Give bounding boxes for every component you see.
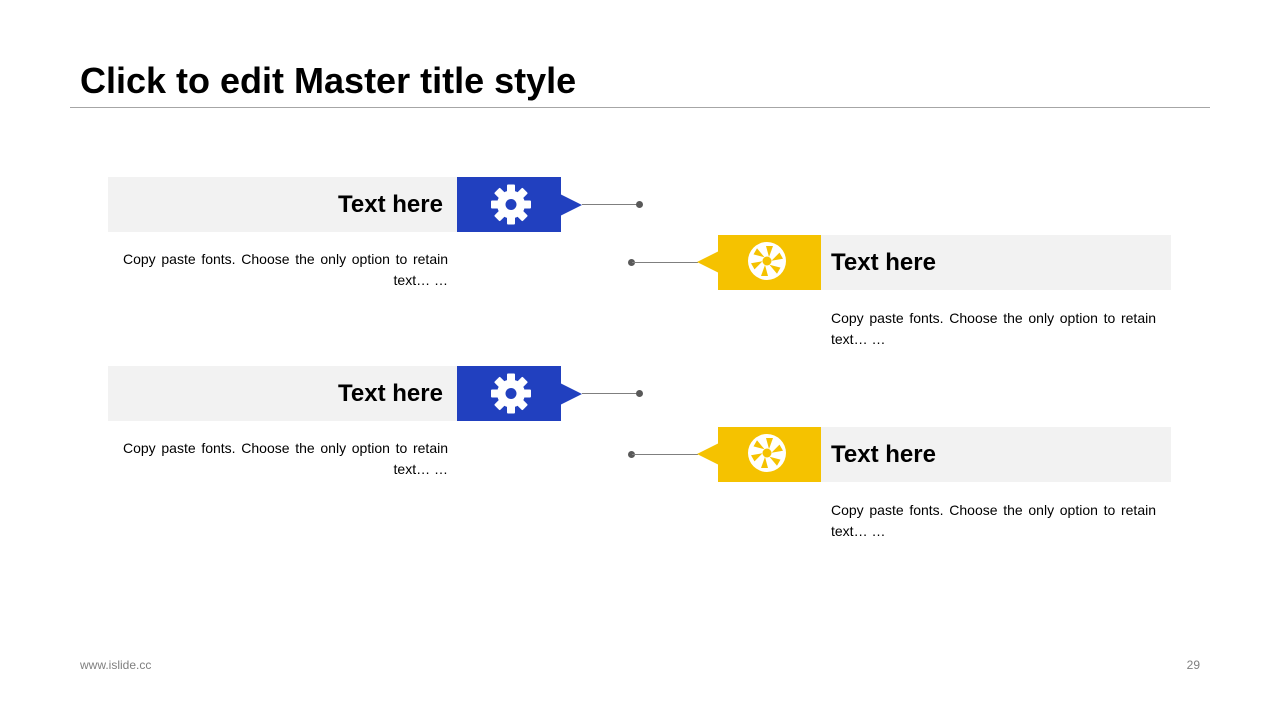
connector-dot [636,390,643,397]
label-bar [108,177,458,232]
pointer-arrow [697,251,719,273]
item-description[interactable]: Copy paste fonts. Choose the only option… [123,251,448,288]
connector-line [582,204,639,205]
aperture-icon [748,434,786,472]
connector-dot [628,451,635,458]
icon-box [457,177,561,232]
icon-box [718,235,822,290]
item-label[interactable]: Text here [338,380,443,407]
icon-box [718,427,822,482]
label-bar [821,235,1171,290]
pointer-arrow [697,443,719,465]
icon-box [457,366,561,421]
aperture-icon [748,242,786,280]
pointer-arrow [560,194,582,216]
label-bar [108,366,458,421]
page-number: 29 [1186,658,1200,672]
connector-line [582,393,639,394]
item-label[interactable]: Text here [831,249,936,276]
item-label[interactable]: Text here [338,191,443,218]
item-description[interactable]: Copy paste fonts. Choose the only option… [123,440,448,477]
slide-title[interactable]: Click to edit Master title style [80,60,577,101]
label-bar [821,427,1171,482]
gear-icon [491,373,531,414]
item-label[interactable]: Text here [831,441,936,468]
pointer-arrow [560,383,582,405]
item-description[interactable]: Copy paste fonts. Choose the only option… [831,310,1156,347]
connector-dot [628,259,635,266]
connector-line [632,262,698,263]
title-divider [70,107,1210,108]
connector-dot [636,201,643,208]
footer-url: www.islide.cc [80,658,152,672]
connector-line [632,454,698,455]
gear-icon [491,184,531,225]
item-description[interactable]: Copy paste fonts. Choose the only option… [831,502,1156,539]
